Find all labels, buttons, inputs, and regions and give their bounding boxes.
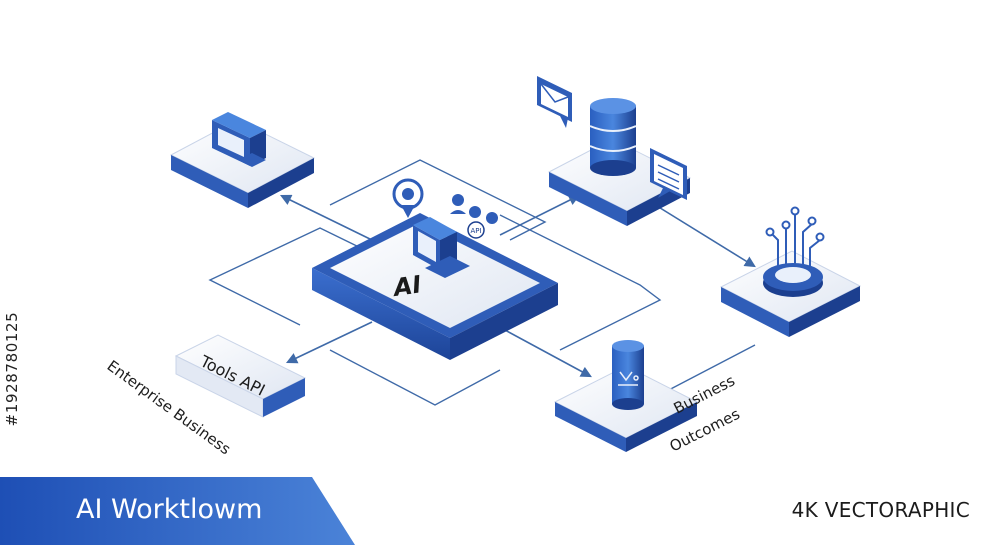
arrow-to-desktop bbox=[282, 196, 372, 240]
location-pin-icon bbox=[394, 180, 422, 218]
tools-api-platform: Tools API bbox=[176, 335, 305, 417]
arrow-to-tools bbox=[288, 322, 372, 362]
api-badge-text: API bbox=[470, 227, 481, 235]
api-badge: API bbox=[468, 222, 484, 238]
mail-bubble-icon bbox=[537, 76, 572, 128]
arrow-to-database bbox=[500, 196, 578, 235]
stock-id-text: #1928780125 bbox=[3, 299, 21, 439]
database-icon bbox=[590, 98, 636, 176]
database-platform bbox=[537, 76, 690, 226]
brand-label: 4K VECTORAPHIC bbox=[792, 498, 970, 522]
ai-chip-platform bbox=[721, 208, 860, 338]
ai-label: AI bbox=[390, 270, 423, 302]
cylinder-icon bbox=[612, 340, 644, 410]
connector-bottom-loop bbox=[330, 350, 500, 405]
people-icon bbox=[450, 194, 498, 224]
page-title: AI Worktlowm bbox=[76, 494, 262, 525]
desktop-platform bbox=[171, 112, 314, 208]
